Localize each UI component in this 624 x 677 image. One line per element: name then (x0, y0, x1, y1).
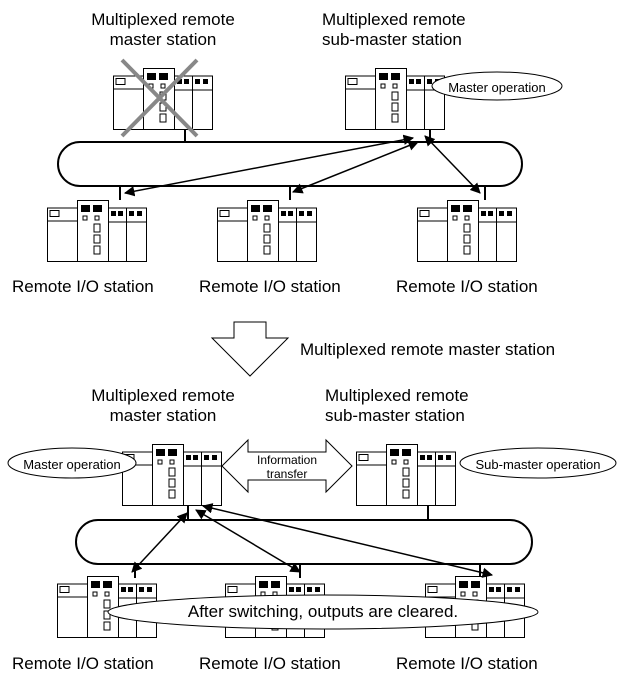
remote-label-bottom-3: Remote I/O station (396, 654, 538, 673)
remote-label-top-1: Remote I/O station (12, 277, 154, 296)
remote-io-plc-top-1 (47, 200, 147, 262)
cross-out-icon (120, 58, 199, 138)
submaster-bubble-bottom (459, 447, 617, 479)
submaster-bubble-text-bottom: Sub-master operation (475, 457, 601, 472)
submaster-label-bottom: Multiplexed remote sub-master station (325, 386, 469, 426)
remote-label-top-2: Remote I/O station (199, 277, 341, 296)
remote-label-bottom-1: Remote I/O station (12, 654, 154, 673)
link-arrow-top-3 (424, 135, 481, 194)
master-bubble-text-bottom: Master operation (23, 457, 121, 472)
down-arrow-icon (210, 321, 290, 377)
master-label-bottom: Multiplexed remote master station (58, 386, 268, 426)
network-loop-bottom (75, 519, 533, 565)
submaster-label-top: Multiplexed remote sub-master station (322, 10, 466, 50)
link-arrow-bottom-1 (131, 512, 188, 573)
submaster-bubble-text-top: Master operation (448, 80, 546, 95)
transition-label: Multiplexed remote master station (300, 340, 556, 359)
remote-io-plc-top-2 (217, 200, 317, 262)
submaster-label-top-line1: Multiplexed remote (322, 10, 466, 29)
master-station-plc-bottom (122, 444, 222, 506)
submaster-bubble-top (431, 71, 563, 101)
clear-note-bubble (107, 594, 539, 630)
remote-label-bottom-2: Remote I/O station (199, 654, 341, 673)
submaster-label-bottom-line1: Multiplexed remote (325, 386, 469, 405)
master-label-bottom-line1: Multiplexed remote (91, 386, 235, 405)
remote-label-top-3: Remote I/O station (396, 277, 538, 296)
link-arrow-top-1 (123, 134, 415, 197)
double-arrow-icon (221, 438, 353, 494)
master-label-bottom-line2: master station (109, 406, 217, 425)
master-label-top-line1: Multiplexed remote (91, 10, 235, 29)
transfer-label-line1: Information (256, 453, 318, 467)
link-arrow-top-2 (292, 140, 419, 194)
master-label-top-line2: master station (109, 30, 217, 49)
submaster-station-plc-top (345, 68, 445, 130)
master-bubble-bottom (7, 447, 137, 479)
transfer-label-line2: transfer (266, 467, 308, 481)
transfer-label: Information transfer (248, 453, 326, 481)
network-loop-top (57, 141, 523, 187)
master-label-top: Multiplexed remote master station (58, 10, 268, 50)
submaster-station-plc-bottom (356, 444, 456, 506)
link-arrow-bottom-3 (201, 503, 494, 578)
remote-io-plc-top-3 (417, 200, 517, 262)
clear-note: After switching, outputs are cleared. (187, 602, 459, 621)
submaster-label-bottom-line2: sub-master station (325, 406, 465, 425)
submaster-label-top-line2: sub-master station (322, 30, 462, 49)
